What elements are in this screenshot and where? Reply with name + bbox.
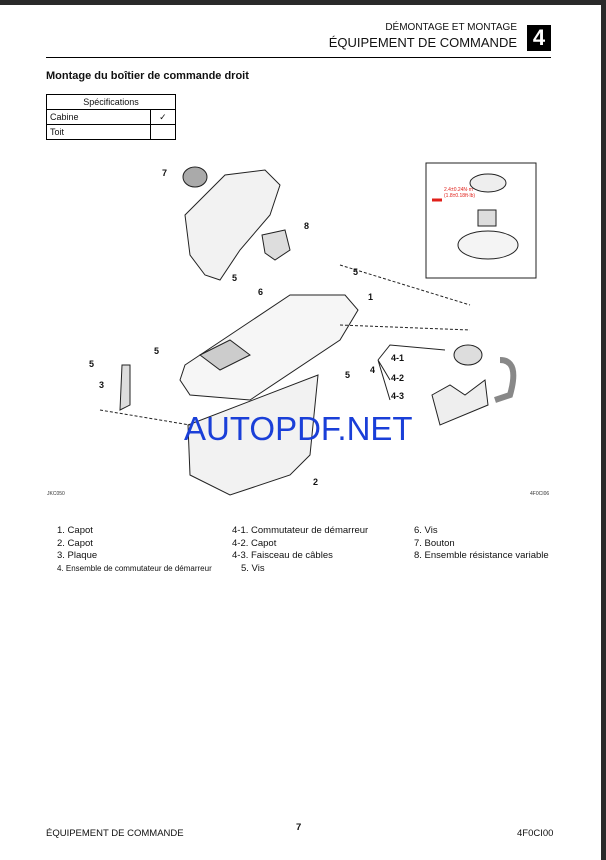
callout-2: 2 [313,477,319,487]
housing-opening [199,339,251,371]
callout-7: 7 [162,168,168,178]
figure-code-left: JKC050 [47,491,65,497]
housing-cover [179,294,359,401]
callout-3: 3 [99,380,105,390]
resistor-assembly [261,229,291,261]
plate [119,364,131,411]
callout-4-1: 4-1 [391,353,405,363]
inset-switch-body [457,230,519,260]
torque-metric: 2.4±0.24N·m [444,187,473,193]
footer-title: ÉQUIPEMENT DE COMMANDE [46,828,184,839]
spec-label: Cabine [46,109,151,125]
legend-item: 4-2. Capot [232,537,277,549]
callout-8: 8 [304,221,310,231]
callout-6: 6 [258,287,264,297]
legend-item: 6. Vis [414,525,438,536]
page-title: Montage du boîtier de commande droit [46,70,249,82]
boot [494,357,517,403]
legend-item: 4-3. Faisceau de câbles [232,550,333,561]
callout-5: 5 [353,267,359,277]
watermark: AUTOPDF.NET [184,410,413,447]
legend-item: 4. Ensemble de commutateur de démarreur [57,563,212,573]
document-page: DÉMONTAGE ET MONTAGE ÉQUIPEMENT DE COMMA… [0,5,601,860]
spec-check: ✓ [149,109,177,125]
torque-imperial: (1.8±0.18ft·lb) [444,193,476,199]
chapter-number: 4 [527,25,551,51]
spec-table: Spécifications Cabine✓ Toit [46,94,177,140]
section-title: DÉMONTAGE ET MONTAGE [385,22,517,33]
callout-5: 5 [345,370,351,380]
legend-item: 2. Capot [57,537,93,549]
legend-col-3: 6. Vis 7. Bouton 8. Ensemble résistance … [414,525,549,563]
spec-header: Spécifications [46,94,176,110]
callout-5: 5 [89,359,95,369]
armrest-cover [184,169,281,281]
legend-item: 7. Bouton [414,537,455,549]
legend-item: 4-1. Commutateur de démarreur [232,525,369,536]
figure-code-right: 4F0CI06 [530,491,550,497]
callout-1: 1 [368,292,374,302]
torque-spec: 2.4±0.24N·m(1.8±0.18ft·lb) [444,187,475,199]
page-number: 7 [296,822,302,833]
inset-nut [477,209,497,227]
assembly-lines [99,264,471,426]
legend-col-1: 1. Capot 2. Capot 3. Plaque 4. Ensemble … [57,525,212,575]
header-rule [46,57,551,58]
knob [182,166,208,188]
legend-col-2: 4-1. Commutateur de démarreur 4-2. Capot… [232,525,368,575]
exploded-diagram [99,162,537,496]
callout-4: 4 [370,365,376,375]
callout-4-3: 4-3 [391,391,405,401]
legend-item: 1. Capot [57,525,93,536]
callout-4-2: 4-2 [391,373,405,383]
document-code: 4F0CI00 [517,828,554,839]
legend-item: 3. Plaque [57,550,98,561]
spec-check [149,124,177,140]
legend-item: 8. Ensemble résistance variable [414,550,549,561]
starter-switch [453,344,483,366]
lower-cover [187,374,319,496]
callout-5: 5 [154,346,160,356]
chapter-title: ÉQUIPEMENT DE COMMANDE [328,35,517,50]
inset-cap [469,173,507,193]
callout-5: 5 [232,273,238,283]
spec-label: Toit [46,124,151,140]
wire-harness [431,379,489,426]
leader-lines [377,344,446,401]
legend-item: 5. Vis [241,562,265,574]
